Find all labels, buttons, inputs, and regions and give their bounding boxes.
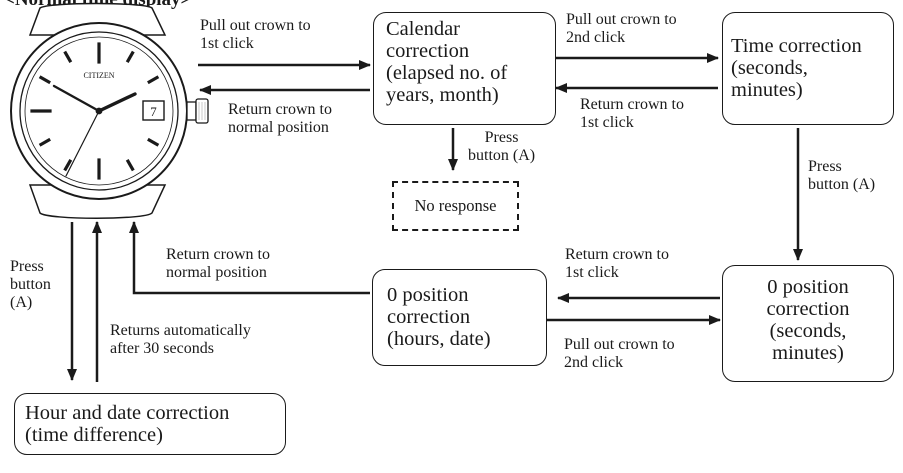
watch-brand-text: CITIZEN — [83, 71, 114, 80]
label-return-normal-top-line-2: normal position — [228, 119, 329, 136]
label-return-normal-bottom: Return crown to normal position — [166, 246, 270, 282]
time-line-1: Time correction — [731, 35, 862, 57]
label-pull-first-line-1: Pull out crown to — [200, 17, 311, 34]
label-pull-second-top: Pull out crown to 2nd click — [566, 11, 677, 47]
label-pull-second-top-line-1: Pull out crown to — [566, 11, 677, 28]
label-pull-second-bottom-line-1: Pull out crown to — [564, 336, 675, 353]
label-pull-first-line-2: 1st click — [200, 35, 254, 52]
label-return-first-top-line-2: 1st click — [580, 114, 634, 131]
label-pull-second-top-line-2: 2nd click — [566, 29, 626, 46]
calendar-correction-box: Calendar correction (elapsed no. of year… — [373, 12, 556, 125]
hour-date-line-1: Hour and date correction — [25, 402, 230, 424]
label-return-first-bottom: Return crown to 1st click — [565, 246, 669, 282]
label-press-left-line-1: Press — [10, 258, 44, 275]
label-returns-auto: Returns automatically after 30 seconds — [110, 322, 251, 358]
time-correction-box: Time correction (seconds, minutes) — [722, 12, 894, 125]
label-press-left-line-3: (A) — [10, 294, 33, 311]
label-press-right-line-1: Press — [808, 158, 842, 175]
label-press-right-line-2: button (A) — [808, 176, 876, 193]
label-returns-auto-line-1: Returns automatically — [110, 322, 251, 339]
calendar-line-3: (elapsed no. of — [386, 62, 508, 84]
label-press-right: Press button (A) — [808, 158, 875, 194]
time-line-2: (seconds, — [731, 57, 808, 79]
label-press-left: Press button (A) — [10, 258, 51, 312]
calendar-line-1: Calendar — [386, 18, 460, 40]
calendar-line-4: years, month) — [386, 84, 499, 106]
label-pull-first: Pull out crown to 1st click — [200, 17, 311, 53]
no-response-box: No response — [392, 181, 519, 231]
label-press-mid-line-2: button (A) — [468, 147, 536, 164]
zero-sec-line-2: correction — [766, 298, 850, 320]
label-press-mid: Press button (A) — [468, 129, 535, 165]
label-return-first-bottom-line-2: 1st click — [565, 264, 619, 281]
calendar-line-2: correction — [386, 40, 470, 62]
label-return-normal-bottom-line-2: normal position — [166, 264, 267, 281]
hour-date-correction-box: Hour and date correction (time differenc… — [14, 393, 286, 455]
zero-sec-line-3: (seconds, — [769, 320, 847, 342]
label-return-normal-top-line-1: Return crown to — [228, 101, 332, 118]
hour-date-line-2: (time difference) — [25, 424, 163, 446]
label-return-first-top: Return crown to 1st click — [580, 96, 684, 132]
no-response-text: No response — [414, 196, 497, 215]
label-returns-auto-line-2: after 30 seconds — [110, 340, 214, 357]
zero-sec-line-1: 0 position — [767, 276, 849, 298]
zero-position-seconds-box: 0 position correction (seconds, minutes) — [722, 265, 894, 382]
zero-position-hours-box: 0 position correction (hours, date) — [372, 269, 547, 366]
label-pull-second-bottom-line-2: 2nd click — [564, 354, 624, 371]
watch-illustration: CITIZEN 7 — [10, 2, 209, 219]
arrow-zero-hour-to-watch — [129, 221, 370, 295]
zero-sec-line-4: minutes) — [772, 342, 844, 364]
watch-date-text: 7 — [150, 104, 157, 119]
label-press-mid-line-1: Press — [484, 129, 519, 146]
zero-hour-line-3: (hours, date) — [387, 328, 491, 350]
label-return-first-bottom-line-1: Return crown to — [565, 246, 669, 263]
label-return-normal-top: Return crown to normal position — [228, 101, 332, 137]
zero-hour-line-2: correction — [387, 306, 471, 328]
label-pull-second-bottom: Pull out crown to 2nd click — [564, 336, 675, 372]
label-press-left-line-2: button — [10, 276, 51, 293]
label-return-normal-bottom-line-1: Return crown to — [166, 246, 270, 263]
zero-hour-line-1: 0 position — [387, 284, 469, 306]
time-line-3: minutes) — [731, 79, 803, 101]
label-return-first-top-line-1: Return crown to — [580, 96, 684, 113]
